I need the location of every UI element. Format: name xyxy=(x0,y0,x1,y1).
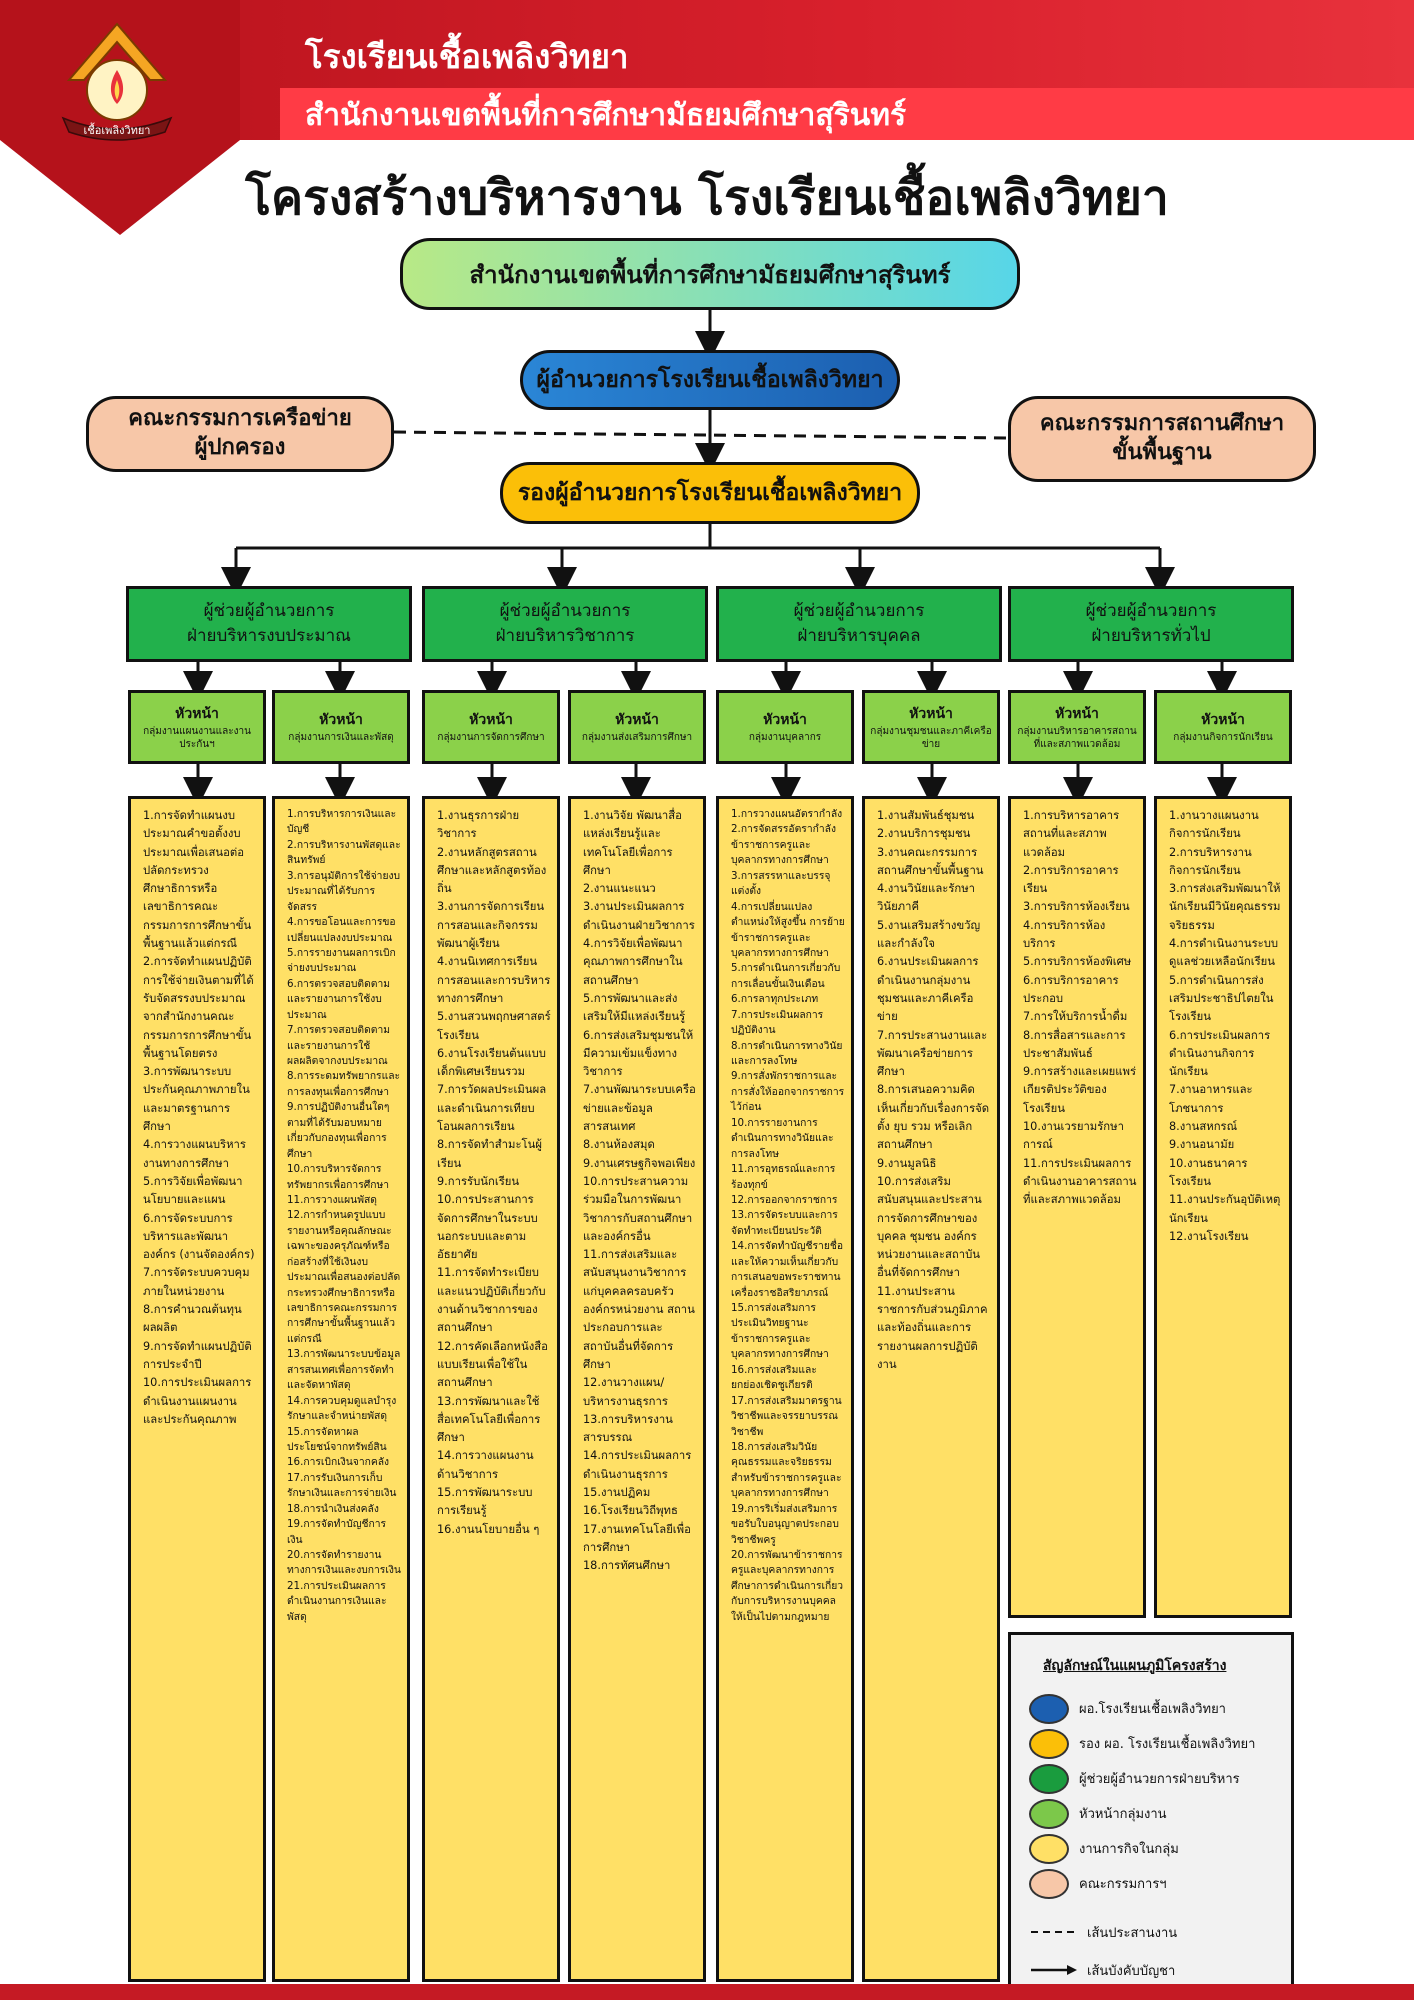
legend-label: งานการกิจในกลุ่ม xyxy=(1079,1842,1179,1857)
header-triangle xyxy=(0,140,240,235)
legend-title: สัญลักษณ์ในแผนภูมิโครงสร้าง xyxy=(1043,1658,1227,1674)
legend-label: ผอ.โรงเรียนเชื้อเพลิงวิทยา xyxy=(1079,1702,1226,1717)
head-box: หัวหน้ากลุ่มงานชุมชนและภาคีเครือข่าย xyxy=(862,690,1000,764)
task-text: 1.การจัดทำแผนงบประมาณคำขอตั้งงบประมาณเพื… xyxy=(143,809,255,1426)
header-school-name: โรงเรียนเชื้อเพลิงวิทยา xyxy=(305,37,629,76)
head-title: หัวหน้า xyxy=(615,712,659,729)
deputy-director-box: รองผู้อำนวยการโรงเรียนเชื้อเพลิงวิทยา xyxy=(500,462,920,524)
head-group: กลุ่มงานกิจการนักเรียน xyxy=(1173,732,1273,744)
head-box: หัวหน้ากลุ่มงานบริหารอาคารสถานที่และสภาพ… xyxy=(1008,690,1146,764)
task-text: 1.การวางแผนอัตรากำลัง 2.การจัดสรรอัตรากำ… xyxy=(731,808,845,1623)
head-box: หัวหน้ากลุ่มงานแผนงานและงานประกันฯ xyxy=(128,690,266,764)
legend-swatch xyxy=(1029,1798,1069,1829)
task-list-buildings: 1.การบริหารอาคารสถานที่และสภาพแวดล้อม 2.… xyxy=(1008,796,1146,1618)
head-box: หัวหน้ากลุ่มงานบุคลากร xyxy=(716,690,854,764)
head-box: หัวหน้ากลุ่มงานกิจการนักเรียน xyxy=(1154,690,1292,764)
task-list-student-affairs: 1.งานวางแผนงานกิจการนักเรียน 2.การบริหาร… xyxy=(1154,796,1292,1618)
parent-network-committee-box: คณะกรรมการเครือข่าย ผู้ปกครอง xyxy=(86,396,394,472)
connector-lines xyxy=(183,310,1237,807)
legend-arrow-label: เส้นบังคับบัญชา xyxy=(1087,1963,1176,1979)
division-general-box: ผู้ช่วยผู้อำนวยการ ฝ่ายบริหารทั่วไป xyxy=(1008,586,1294,662)
task-list-personnel: 1.การวางแผนอัตรากำลัง 2.การจัดสรรอัตรากำ… xyxy=(716,796,854,1982)
head-group: กลุ่มงานแผนงานและงานประกันฯ xyxy=(143,725,251,751)
head-group: กลุ่มงานส่งเสริมการศึกษา xyxy=(581,732,693,744)
head-group: กลุ่มงานบุคลากร xyxy=(748,732,822,744)
director-box: ผู้อำนวยการโรงเรียนเชื้อเพลิงวิทยา xyxy=(520,350,900,410)
head-group: กลุ่มงานการจัดการศึกษา xyxy=(437,732,545,744)
division-title: ผู้ช่วยผู้อำนวยการ xyxy=(793,600,925,621)
task-text: 1.งานสัมพันธ์ชุมชน 2.งานบริการชุมชน 3.งา… xyxy=(877,809,990,1371)
task-list-plan: 1.การจัดทำแผนงบประมาณคำขอตั้งงบประมาณเพื… xyxy=(128,796,266,1982)
legend-swatch xyxy=(1029,1833,1069,1864)
task-list-curriculum: 1.งานธุรการฝ่ายวิชาการ 2.งานหลักสูตรสถาน… xyxy=(422,796,560,1982)
head-title: หัวหน้า xyxy=(175,705,219,722)
head-group: กลุ่มงานชุมชนและภาคีเครือข่าย xyxy=(870,725,992,751)
division-title: ผู้ช่วยผู้อำนวยการ xyxy=(499,600,631,621)
head-group: กลุ่มงานบริหารอาคารสถานที่และสภาพแวดล้อม xyxy=(1017,725,1137,751)
task-text: 1.งานวิจัย พัฒนาสื่อ แหล่งเรียนรู้และเทค… xyxy=(583,809,696,1573)
school-logo: เชื้อเพลิงวิทยา xyxy=(61,22,173,141)
legend-swatch xyxy=(1029,1763,1069,1794)
head-box: หัวหน้ากลุ่มงานการจัดการศึกษา xyxy=(422,690,560,764)
head-group: กลุ่มงานการเงินและพัสดุ xyxy=(288,732,394,744)
head-title: หัวหน้า xyxy=(909,705,953,722)
task-text: 1.การบริหารการเงินและบัญชี 2.การบริหารงา… xyxy=(287,808,401,1623)
legend-label: ผู้ช่วยผู้อำนวยการฝ่ายบริหาร xyxy=(1079,1772,1240,1787)
legend-item: ผู้ช่วยผู้อำนวยการฝ่ายบริหาร xyxy=(1029,1761,1273,1796)
division-academic-box: ผู้ช่วยผู้อำนวยการ ฝ่ายบริหารวิชาการ xyxy=(422,586,708,662)
legend-dashed-label: เส้นประสานงาน xyxy=(1087,1925,1178,1941)
legend-label: รอง ผอ. โรงเรียนเชื้อเพลิงวิทยา xyxy=(1079,1737,1256,1752)
head-title: หัวหน้า xyxy=(763,712,807,729)
legend-item: คณะกรรมการฯ xyxy=(1029,1866,1273,1901)
division-personnel-box: ผู้ช่วยผู้อำนวยการ ฝ่ายบริหารบุคคล xyxy=(716,586,1002,662)
task-list-community: 1.งานสัมพันธ์ชุมชน 2.งานบริการชุมชน 3.งา… xyxy=(862,796,1000,1982)
arrow-line-icon xyxy=(1031,1965,1077,1975)
head-title: หัวหน้า xyxy=(1201,712,1245,729)
task-text: 1.งานธุรการฝ่ายวิชาการ 2.งานหลักสูตรสถาน… xyxy=(437,809,551,1536)
legend-item: ผอ.โรงเรียนเชื้อเพลิงวิทยา xyxy=(1029,1691,1273,1726)
task-text: 1.งานวางแผนงานกิจการนักเรียน 2.การบริหาร… xyxy=(1169,809,1281,1243)
task-text: 1.การบริหารอาคารสถานที่และสภาพแวดล้อม 2.… xyxy=(1023,809,1137,1207)
legend-item: รอง ผอ. โรงเรียนเชื้อเพลิงวิทยา xyxy=(1029,1726,1273,1761)
page-title: โครงสร้างบริหารงาน โรงเรียนเชื้อเพลิงวิท… xyxy=(245,170,1169,226)
division-title: ผู้ช่วยผู้อำนวยการ xyxy=(1085,600,1217,621)
head-box: หัวหน้ากลุ่มงานการเงินและพัสดุ xyxy=(272,690,410,764)
division-budget-box: ผู้ช่วยผู้อำนวยการ ฝ่ายบริหารงบประมาณ xyxy=(126,586,412,662)
legend-swatch xyxy=(1029,1868,1069,1899)
legend-item: งานการกิจในกลุ่ม xyxy=(1029,1831,1273,1866)
division-name: ฝ่ายบริหารวิชาการ xyxy=(495,626,635,646)
dashed-line-icon xyxy=(1031,1931,1077,1933)
basic-education-committee-box: คณะกรรมการสถานศึกษา ขั้นพื้นฐาน xyxy=(1008,396,1316,482)
legend: สัญลักษณ์ในแผนภูมิโครงสร้าง ผอ.โรงเรียนเ… xyxy=(1008,1632,1294,1990)
task-list-academic-support: 1.งานวิจัย พัฒนาสื่อ แหล่งเรียนรู้และเทค… xyxy=(568,796,706,1982)
head-box: หัวหน้ากลุ่มงานส่งเสริมการศึกษา xyxy=(568,690,706,764)
legend-arrow-row: เส้นบังคับบัญชา xyxy=(1029,1955,1273,1985)
header-subband xyxy=(280,88,1414,140)
head-title: หัวหน้า xyxy=(319,712,363,729)
legend-label: หัวหน้ากลุ่มงาน xyxy=(1079,1807,1167,1822)
logo-text: เชื้อเพลิงวิทยา xyxy=(83,122,150,137)
task-list-finance: 1.การบริหารการเงินและบัญชี 2.การบริหารงา… xyxy=(272,796,410,1982)
division-name: ฝ่ายบริหารงบประมาณ xyxy=(187,626,351,646)
footer-band xyxy=(0,1984,1414,2000)
education-office-box: สำนักงานเขตพื้นที่การศึกษามัธยมศึกษาสุริ… xyxy=(400,238,1020,310)
header-office-name: สำนักงานเขตพื้นที่การศึกษามัธยมศึกษาสุริ… xyxy=(305,98,907,133)
legend-swatch xyxy=(1029,1728,1069,1759)
division-name: ฝ่ายบริหารบุคคล xyxy=(797,626,921,646)
division-title: ผู้ช่วยผู้อำนวยการ xyxy=(203,600,335,621)
legend-label: คณะกรรมการฯ xyxy=(1079,1877,1167,1892)
legend-dashed-row: เส้นประสานงาน xyxy=(1029,1917,1273,1947)
legend-item: หัวหน้ากลุ่มงาน xyxy=(1029,1796,1273,1831)
head-title: หัวหน้า xyxy=(1055,705,1099,722)
division-name: ฝ่ายบริหารทั่วไป xyxy=(1091,626,1211,646)
legend-swatch xyxy=(1029,1693,1069,1724)
head-title: หัวหน้า xyxy=(469,712,513,729)
